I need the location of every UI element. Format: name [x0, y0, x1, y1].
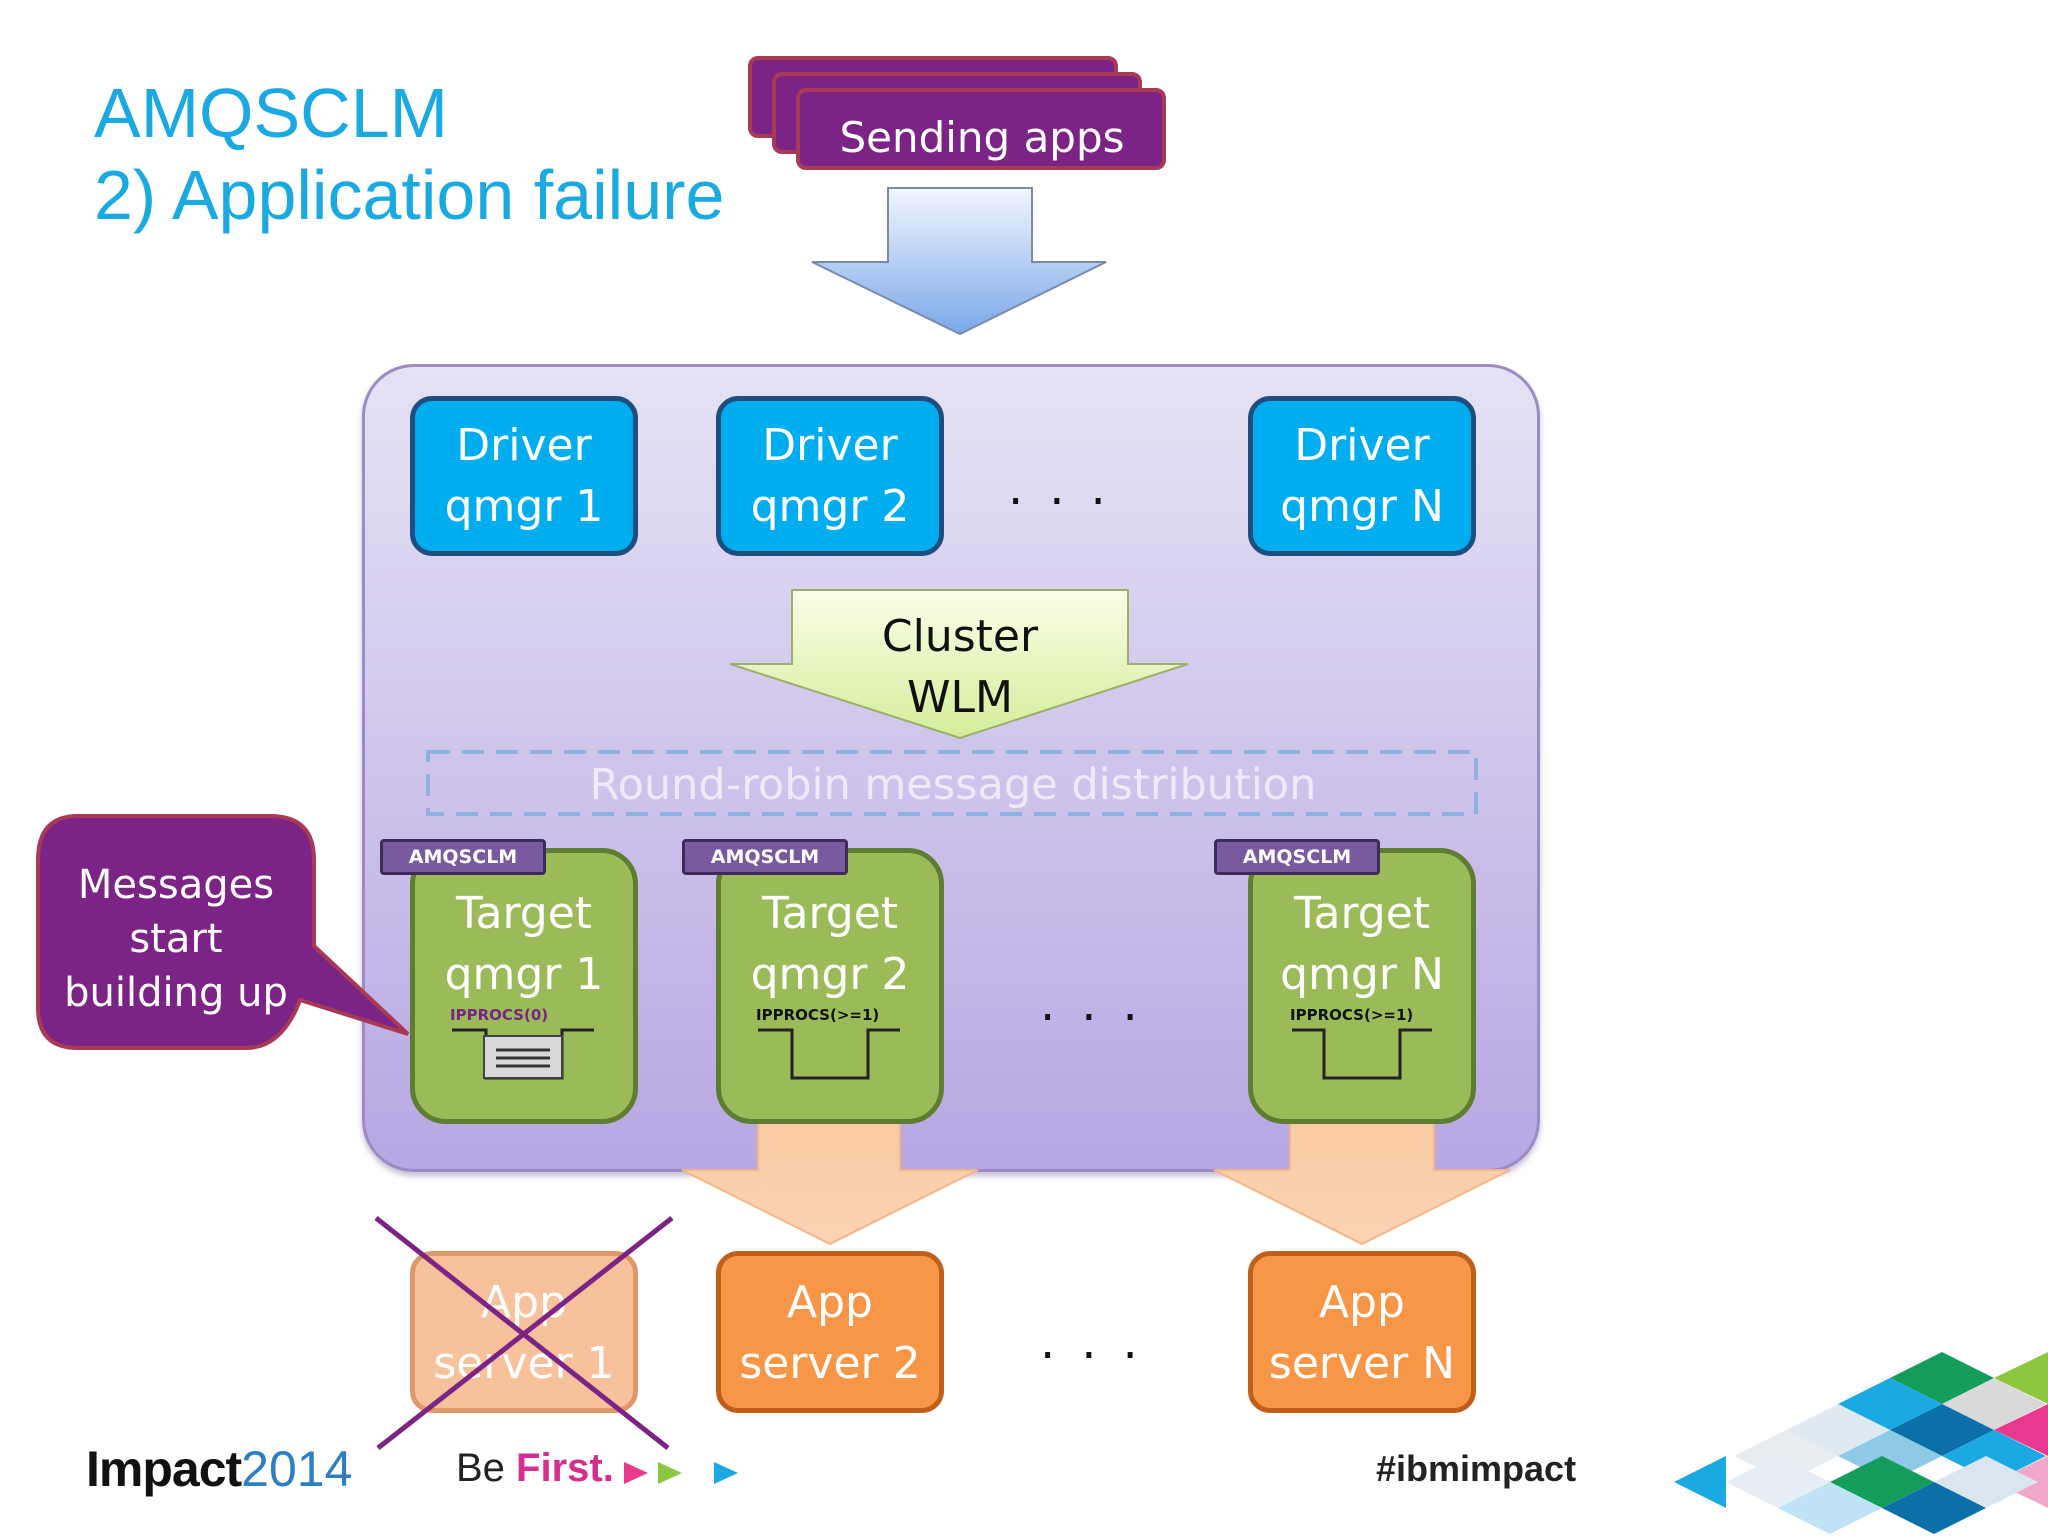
- app-server-2: App server 2: [716, 1251, 944, 1413]
- sending-apps-label: Sending apps: [839, 113, 1125, 162]
- queue-full-icon: [452, 1028, 594, 1080]
- queue-empty-icon-n: [1292, 1028, 1432, 1080]
- impact-logo: Impact2014: [86, 1440, 352, 1498]
- amqsclm-tag-n: AMQSCLM: [1214, 839, 1380, 875]
- target-n-line-1: Target: [1293, 888, 1431, 939]
- callout-line-2: start: [129, 916, 223, 962]
- app-server-n-line-2: server N: [1268, 1338, 1456, 1389]
- driver-2-line-2: qmgr 2: [750, 481, 910, 532]
- failure-cross-icon: [374, 1216, 674, 1450]
- driver-1-line-1: Driver: [456, 420, 592, 471]
- decorative-pattern-icon: [1674, 1352, 2048, 1534]
- target-ellipsis: ...: [1040, 976, 1164, 1032]
- title-line-1: AMQSCLM: [94, 74, 448, 152]
- driver-qmgr-n: Driver qmgr N: [1248, 396, 1476, 556]
- driver-n-line-1: Driver: [1294, 420, 1430, 471]
- hashtag: #ibmimpact: [1376, 1448, 1577, 1489]
- target-qmgr-2: Target qmgr 2: [716, 848, 944, 1124]
- first-word: First.: [516, 1446, 614, 1490]
- cluster-label-line-2: WLM: [907, 672, 1013, 723]
- target-1-line-1: Target: [455, 888, 593, 939]
- amqsclm-tag-1: AMQSCLM: [380, 839, 546, 875]
- callout-bubble: [36, 814, 410, 1050]
- target-n-line-2: qmgr N: [1280, 949, 1444, 1000]
- driver-ellipsis: ...: [1008, 460, 1132, 516]
- be-first-slogan: Be First.: [456, 1446, 614, 1491]
- app-server-n: App server N: [1248, 1251, 1476, 1413]
- cluster-label-line-1: Cluster: [881, 611, 1039, 662]
- queue-empty-icon-2: [758, 1028, 900, 1080]
- callout-line-3: building up: [64, 970, 288, 1016]
- ipprocs-2: IPPROCS(>=1): [756, 1006, 880, 1024]
- driver-qmgr-2: Driver qmgr 2: [716, 396, 944, 556]
- app-server-1-line-1: App: [481, 1277, 567, 1328]
- callout-text: Messages start building up: [38, 858, 314, 1020]
- ipprocs-1: IPPROCS(0): [450, 1006, 549, 1024]
- target-2-line-1: Target: [761, 888, 899, 939]
- driver-1-line-2: qmgr 1: [444, 481, 604, 532]
- cluster-wlm-label: Cluster WLM: [820, 606, 1100, 728]
- sending-arrow-icon: [811, 187, 1107, 336]
- target-1-line-2: qmgr 1: [444, 949, 604, 1000]
- slide-title: AMQSCLM 2) Application failure: [94, 72, 724, 236]
- impact-year: 2014: [241, 1441, 353, 1497]
- driver-2-line-1: Driver: [762, 420, 898, 471]
- amqsclm-tag-2: AMQSCLM: [682, 839, 848, 875]
- app-server-n-line-1: App: [1319, 1277, 1405, 1328]
- target-2-line-2: qmgr 2: [750, 949, 910, 1000]
- app-server-2-line-2: server 2: [739, 1338, 921, 1389]
- target-qmgr-n: Target qmgr N: [1248, 848, 1476, 1124]
- app-server-ellipsis: ...: [1040, 1314, 1164, 1370]
- sending-apps-card-front: [796, 88, 1166, 170]
- ipprocs-n: IPPROCS(>=1): [1290, 1006, 1414, 1024]
- play-arrows-icon: [624, 1462, 738, 1484]
- be-word: Be: [456, 1446, 517, 1490]
- callout-line-1: Messages: [77, 862, 275, 908]
- driver-n-line-2: qmgr N: [1280, 481, 1444, 532]
- round-robin-box: [426, 750, 1478, 816]
- app-server-2-line-1: App: [787, 1277, 873, 1328]
- driver-qmgr-1: Driver qmgr 1: [410, 396, 638, 556]
- impact-word: Impact: [86, 1441, 242, 1497]
- title-line-2: 2) Application failure: [94, 156, 725, 234]
- cluster-wlm-arrow-icon: [729, 589, 1189, 740]
- round-robin-label: Round-robin message distribution: [589, 760, 1317, 810]
